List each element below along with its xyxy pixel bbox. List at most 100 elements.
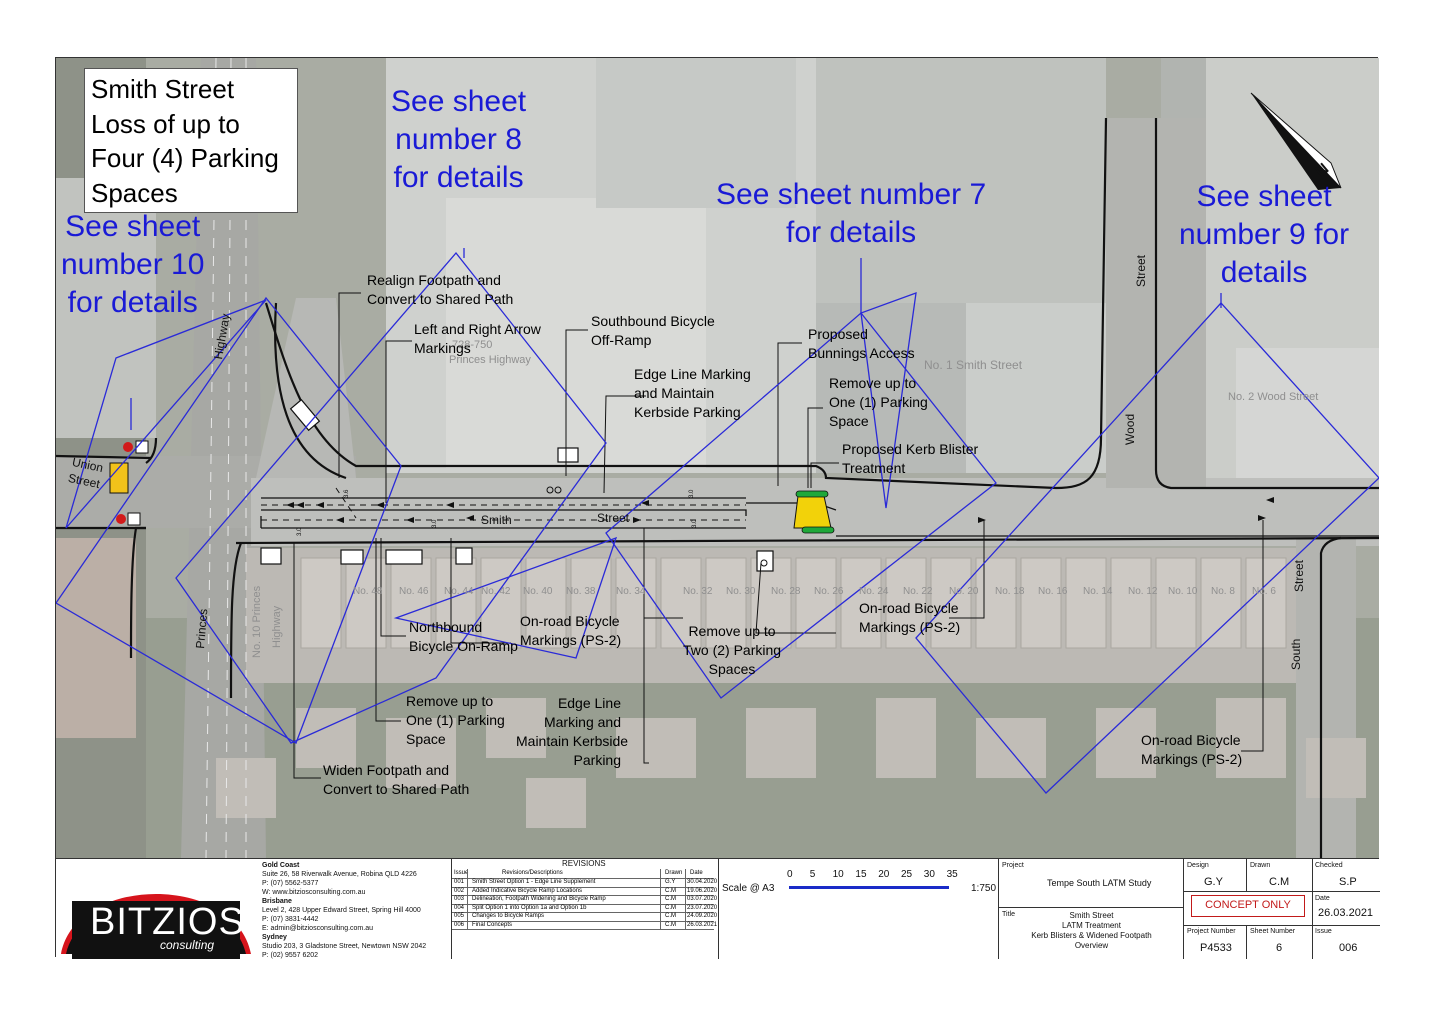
checked-label: Checked [1315,862,1343,869]
callout-onroad-bicycle-2: On-road Bicycle Markings (PS-2) [859,599,960,637]
revision-drawn: C.M [665,887,676,894]
revision-issue: 001 [454,879,465,885]
house-number-label: No. 22 [903,586,933,597]
revision-date: 30.04.2020 [687,879,718,885]
house-number-label: No. 26 [814,586,844,597]
property-address: No. 2 Wood Street [1228,391,1319,403]
callout-line: Convert to Shared Path [367,291,514,307]
callout-line: Northbound [409,619,483,635]
rev-header-drawn: Drawn [665,870,683,876]
callout-line: Convert to Shared Path [323,781,470,797]
scale-tick-label: 35 [946,869,958,880]
house-number-label: No. 38 [566,586,596,597]
scale-bar-line [789,886,949,889]
office-line: Studio 203, 3 Gladstone Street, Newtown … [262,943,427,950]
house-number-label: No. 8 [1211,586,1235,597]
design-value: G.Y [1204,876,1223,888]
house-number-label: No. 40 [523,586,553,597]
revision-drawn: C.M [665,904,676,911]
project-name: Tempe South LATM Study [1047,878,1152,888]
property-address: Highway [271,605,283,648]
house-number-label: No. 30 [726,586,756,597]
office-line: P: (07) 5562-5377 [262,880,319,887]
callout-edge-line-kerbside: Edge Line Marking and Maintain Kerbside … [516,694,629,770]
drawing-title: Smith Street LATM Treatment Kerb Blister… [999,911,1184,951]
office-line: Suite 26, 58 Riverwalk Avenue, Robina QL… [262,871,417,878]
date-value: 26.03.2021 [1318,907,1374,919]
house-number-label: No. 34 [616,586,646,597]
callout-widen-footpath: Widen Footpath and Convert to Shared Pat… [323,761,469,799]
revision-drawn: C.M [665,913,676,919]
callout-line: Maintain Kerbside [516,733,629,749]
checked-value: S.P [1339,876,1357,888]
office-line: Level 2, 428 Upper Edward Street, Spring… [262,907,421,914]
callout-remove-one-parking-south: Remove up to One (1) Parking Space [406,692,505,749]
house-number-label: No. 18 [995,586,1025,597]
scale-tick-label: 30 [923,869,935,880]
callout-line: Spaces [708,661,756,677]
office-city: Sydney [262,934,287,941]
revisions-table: REVISIONS Issue Revisions/Descriptions D… [451,859,719,959]
callout-line: One (1) Parking [406,712,505,728]
ref-line: for details [393,161,524,194]
house-number-label: No. 6 [1252,586,1276,597]
title-line: LATM Treatment [1062,921,1121,930]
callout-line: Markings (PS-2) [520,632,622,648]
sheet-8-reference[interactable]: See sheet number 8 for details [391,83,526,197]
property-address: Princes Highway [449,354,531,366]
callout-line: Space [829,413,869,429]
ref-line: number 8 [395,123,522,156]
sheet-10-reference[interactable]: See sheet number 10 for details [61,208,204,322]
street-label-south-street: Street [1292,559,1306,592]
property-address: No. 10 Princes [251,585,263,658]
issue-number: 006 [1339,942,1358,954]
revision-desc: Smith Street Option 1 - Edge Line Supple… [472,879,596,885]
callout-remove-one-parking: Remove up to One (1) Parking Space [829,374,928,431]
house-number-label: No. 10 [1168,586,1198,597]
callout-line: Southbound Bicycle [591,313,715,329]
sheet-7-reference[interactable]: See sheet number 7 for details [716,176,986,252]
rev-header-date: Date [690,870,703,876]
office-line: P: (02) 9557 6202 [262,952,319,959]
callout-line: One (1) Parking [829,394,928,410]
revision-drawn: C.M [665,896,676,902]
sheet-9-reference[interactable]: See sheet number 9 for details [1179,178,1349,292]
callout-line: Widen Footpath and [323,762,450,778]
revision-issue: 005 [454,913,465,919]
callout-line: On-road Bicycle [1141,732,1241,748]
rev-header-desc: Revisions/Descriptions [502,870,563,876]
callout-line: Remove up to [688,623,776,639]
house-number-label: No. 42 [481,586,511,597]
callout-bunnings-access: Proposed Bunnings Access [808,325,915,363]
revision-date: 19.06.2020 [687,887,718,894]
ref-line: See sheet [65,210,201,243]
project-number-label: Project Number [1187,928,1236,935]
scale-tick-label: 20 [878,869,890,880]
revision-date: 23.07.2020 [687,904,718,911]
street-label-south: South [1289,638,1303,670]
project-number: P4533 [1200,942,1232,954]
scale-tick-label: 5 [809,869,816,880]
office-city: Brisbane [262,898,292,905]
house-number-label: No. 24 [859,586,889,597]
logo-arc-icon [61,894,251,959]
callout-line: Proposed Kerb Blister [842,441,979,457]
design-label: Design [1187,862,1209,869]
callout-edge-line-marking: Edge Line Marking and Maintain Kerbside … [634,365,751,422]
sheet-number-label: Sheet Number [1250,928,1296,935]
svg-text:3.0: 3.0 [689,489,695,498]
title-block: BITZIOS consulting Gold Coast Suite 26, … [56,858,1380,959]
approvals-grid: Design G.Y Drawn C.M Checked S.P CONCEPT… [1183,859,1380,959]
callout-line: Parking [573,752,621,768]
revision-desc: Split Option 1 into Option 1a and Option… [472,904,587,911]
callout-onroad-bicycle-1: On-road Bicycle Markings (PS-2) [520,612,621,650]
revision-issue: 003 [454,896,465,902]
revision-desc: Added Indicative Bicycle Ramp Locations [472,887,583,894]
scale-label: Scale @ A3 [722,883,775,894]
callout-line: Two (2) Parking [683,642,782,658]
